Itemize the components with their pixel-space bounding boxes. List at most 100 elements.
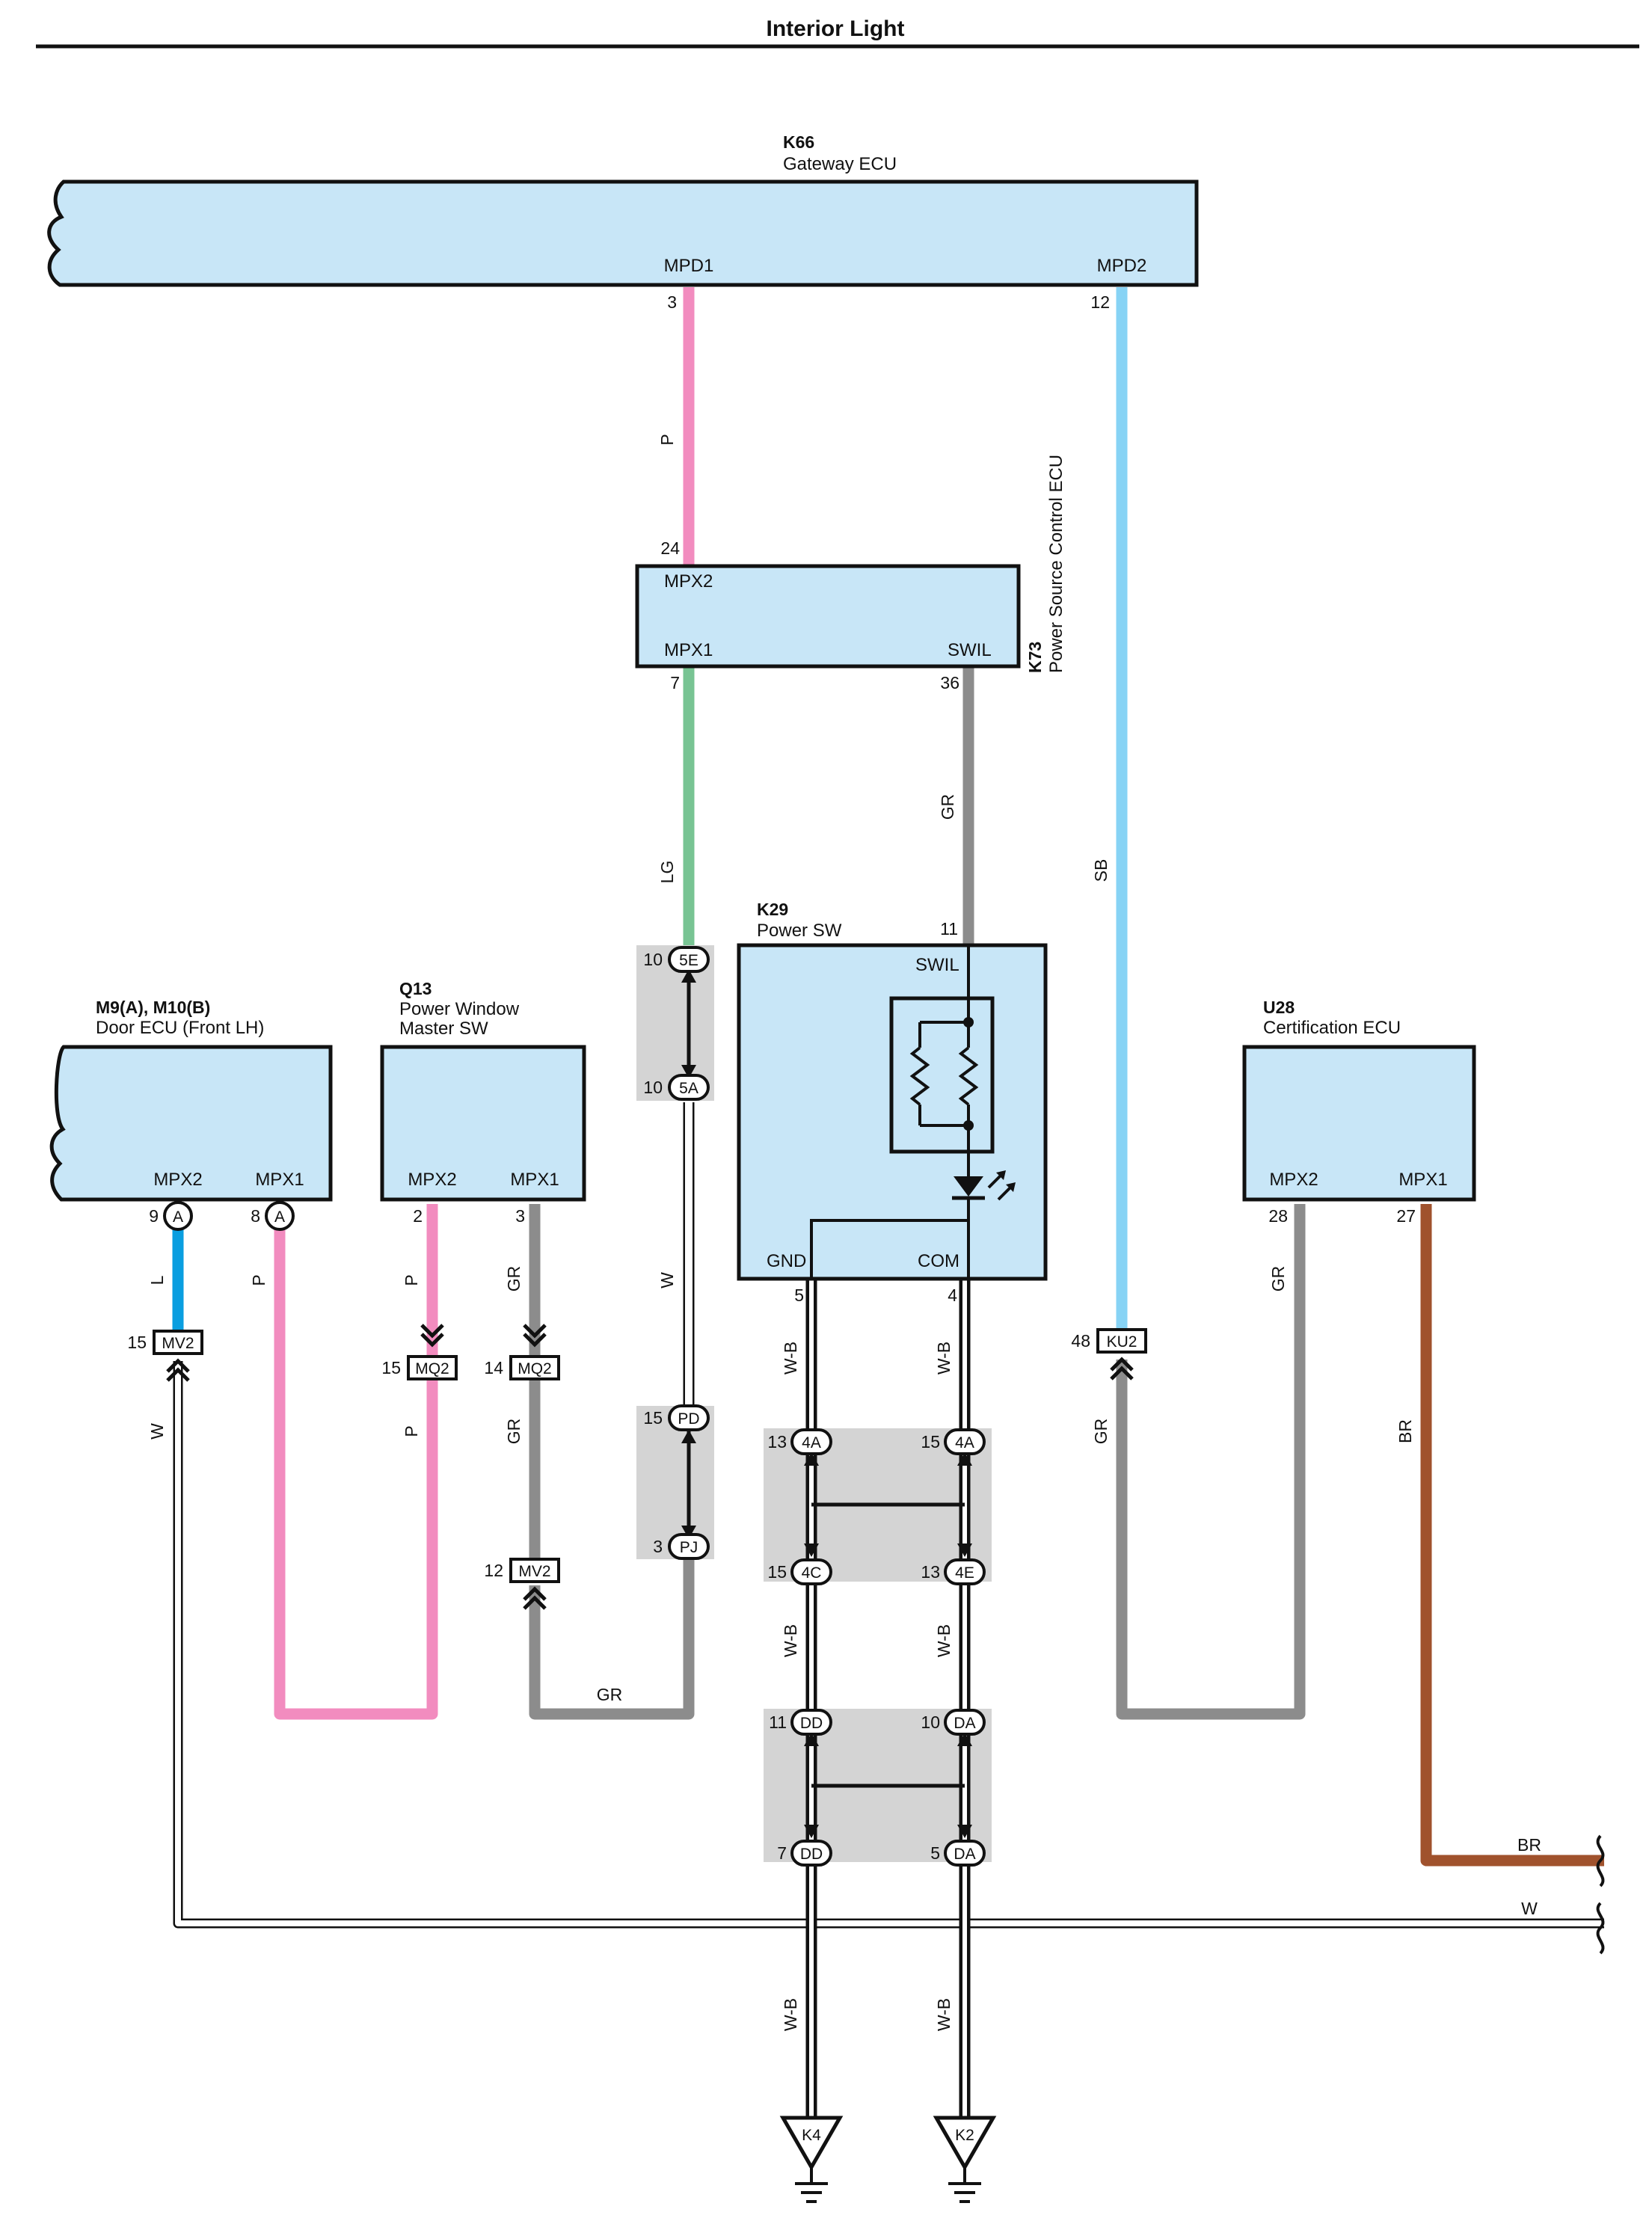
q13-power-window-master-sw-box [380, 1045, 586, 1202]
k73-terminal-mpx1: MPX1 [664, 640, 713, 660]
break-symbol-br [1596, 1834, 1605, 1887]
connector-mq2-a: MQ2 15 [381, 1324, 458, 1380]
connector-da-bottom: DA 5 [930, 1840, 986, 1867]
k73-pin-24: 24 [660, 538, 680, 558]
label-k66-k73: P [657, 434, 677, 445]
m9-marker-a-1 [163, 1201, 193, 1231]
k66-terminal-mpd2: MPD2 [1097, 256, 1147, 276]
k29-terminal-com: COM [918, 1251, 959, 1271]
label-k73-gr: GR [938, 794, 957, 820]
label-w-left: W [147, 1423, 167, 1440]
k66-pin-12: 12 [1090, 292, 1110, 312]
k29-terminal-swil: SWIL [915, 955, 959, 975]
u28-code: U28 [1263, 998, 1295, 1017]
connector-5a: 5A 10 [643, 1074, 710, 1101]
connector-mv2-b: MV2 12 [484, 1558, 560, 1610]
connector-mq2-b-pin: 14 [484, 1358, 503, 1377]
m9-marker-a-2 [265, 1201, 295, 1231]
m9-door-ecu-box [49, 1045, 333, 1202]
connector-4e-pin: 13 [921, 1562, 940, 1582]
q13-pin-2: 2 [413, 1206, 423, 1226]
wire-m9-q13-p [274, 1204, 438, 1720]
label-m9-p: P [249, 1274, 268, 1285]
m9-terminal-mpx2: MPX2 [153, 1170, 202, 1190]
k73-pin-36: 36 [940, 673, 959, 692]
k73-code: K73 [1025, 642, 1045, 673]
connector-mv2-b-id: MV2 [518, 1563, 550, 1580]
wire-labels: P SB LG GR W L P P P GR GR GR GR GR BR B… [147, 434, 1541, 2031]
connector-pj-pin: 3 [653, 1537, 663, 1556]
k73-terminal-mpx2: MPX2 [664, 571, 713, 592]
wire-mv2-w [173, 1361, 1604, 1929]
label-u28-gr: GR [1268, 1266, 1288, 1292]
connector-pd-id: PD [678, 1410, 699, 1428]
connector-dd-bottom-pin: 7 [777, 1843, 787, 1863]
connector-mv2-a-pin: 15 [127, 1333, 147, 1352]
connector-mq2-a-pin: 15 [381, 1358, 401, 1377]
connector-4a-left: 4A 13 [767, 1428, 832, 1455]
k29-pin-5: 5 [794, 1285, 804, 1305]
u28-pin-27: 27 [1396, 1206, 1416, 1226]
m9-terminal-mpx1: MPX1 [255, 1170, 304, 1190]
label-wb-com-1: W-B [934, 1342, 954, 1374]
wire-u28-ku2-gr [1116, 1204, 1306, 1720]
label-wb-gnd-3: W-B [781, 1998, 800, 2031]
q13-pin-3: 3 [515, 1206, 525, 1226]
connector-4e: 4E 13 [921, 1558, 986, 1585]
ground-k2: K2 [933, 2116, 997, 2203]
m9-name: Door ECU (Front LH) [96, 1018, 264, 1038]
m9-code: M9(A), M10(B) [96, 998, 210, 1017]
k29-pin-4: 4 [948, 1285, 957, 1305]
label-br-right: BR [1517, 1835, 1541, 1855]
connector-5a-id: 5A [679, 1080, 698, 1097]
connector-pj-id: PJ [680, 1539, 698, 1556]
k29-name: Power SW [757, 921, 842, 941]
u28-pin-28: 28 [1268, 1206, 1288, 1226]
connector-4c: 4C 15 [767, 1558, 832, 1585]
connector-4c-id: 4C [802, 1564, 822, 1582]
label-w-right: W [1521, 1899, 1538, 1918]
connector-dd-bottom: DD 7 [777, 1840, 832, 1867]
connector-4a-right: 4A 15 [921, 1428, 986, 1455]
k73-pin-7: 7 [670, 673, 680, 692]
ground-k2-label: K2 [955, 2127, 974, 2144]
connector-5e: 5E 10 [643, 946, 710, 973]
connector-dd-bottom-id: DD [800, 1846, 823, 1863]
diagram-title: Interior Light [767, 16, 905, 41]
k66-name: Gateway ECU [783, 154, 897, 174]
k66-gateway-ecu-box [47, 179, 1199, 287]
connector-pj: PJ 3 [653, 1533, 710, 1560]
label-q13-p-upper: P [402, 1274, 421, 1285]
connector-pd: PD 15 [643, 1404, 710, 1431]
connector-4e-id: 4E [955, 1564, 974, 1582]
connector-5a-pin: 10 [643, 1078, 663, 1097]
connector-ku2-pin: 48 [1071, 1331, 1090, 1351]
connector-da-top: DA 10 [921, 1709, 986, 1736]
connector-da-top-id: DA [954, 1715, 975, 1732]
label-wb-gnd-1: W-B [781, 1342, 800, 1374]
k66-code: K66 [783, 132, 814, 152]
wire-u28-br [1420, 1204, 1604, 1867]
label-ku2-gr: GR [1091, 1419, 1111, 1445]
connector-dd-top-id: DD [800, 1715, 823, 1732]
k73-power-source-control-ecu-box [635, 564, 1021, 669]
u28-terminal-mpx1: MPX1 [1398, 1170, 1447, 1190]
joint-area-pd-pj [636, 1406, 714, 1559]
connector-4a-left-id: 4A [802, 1434, 821, 1452]
wire-pj-mv2-gr [529, 1558, 695, 1720]
connector-mq2-b-id: MQ2 [518, 1360, 552, 1377]
label-k29-w: W [657, 1272, 677, 1288]
connector-dd-top-pin: 11 [769, 1712, 787, 1732]
connector-da-bottom-id: DA [954, 1846, 975, 1863]
connector-mv2-a-id: MV2 [162, 1335, 194, 1352]
label-q13-p-lower: P [402, 1425, 421, 1437]
label-wb-gnd-2: W-B [781, 1624, 800, 1657]
q13-code: Q13 [399, 979, 432, 998]
u28-certification-ecu-box [1242, 1045, 1476, 1202]
joint-arrows [681, 969, 972, 1838]
label-k66-ku2: SB [1091, 859, 1111, 882]
connector-pd-pin: 15 [643, 1408, 663, 1428]
connector-mq2-b: MQ2 14 [484, 1324, 560, 1380]
label-k73-lg: LG [657, 861, 677, 884]
